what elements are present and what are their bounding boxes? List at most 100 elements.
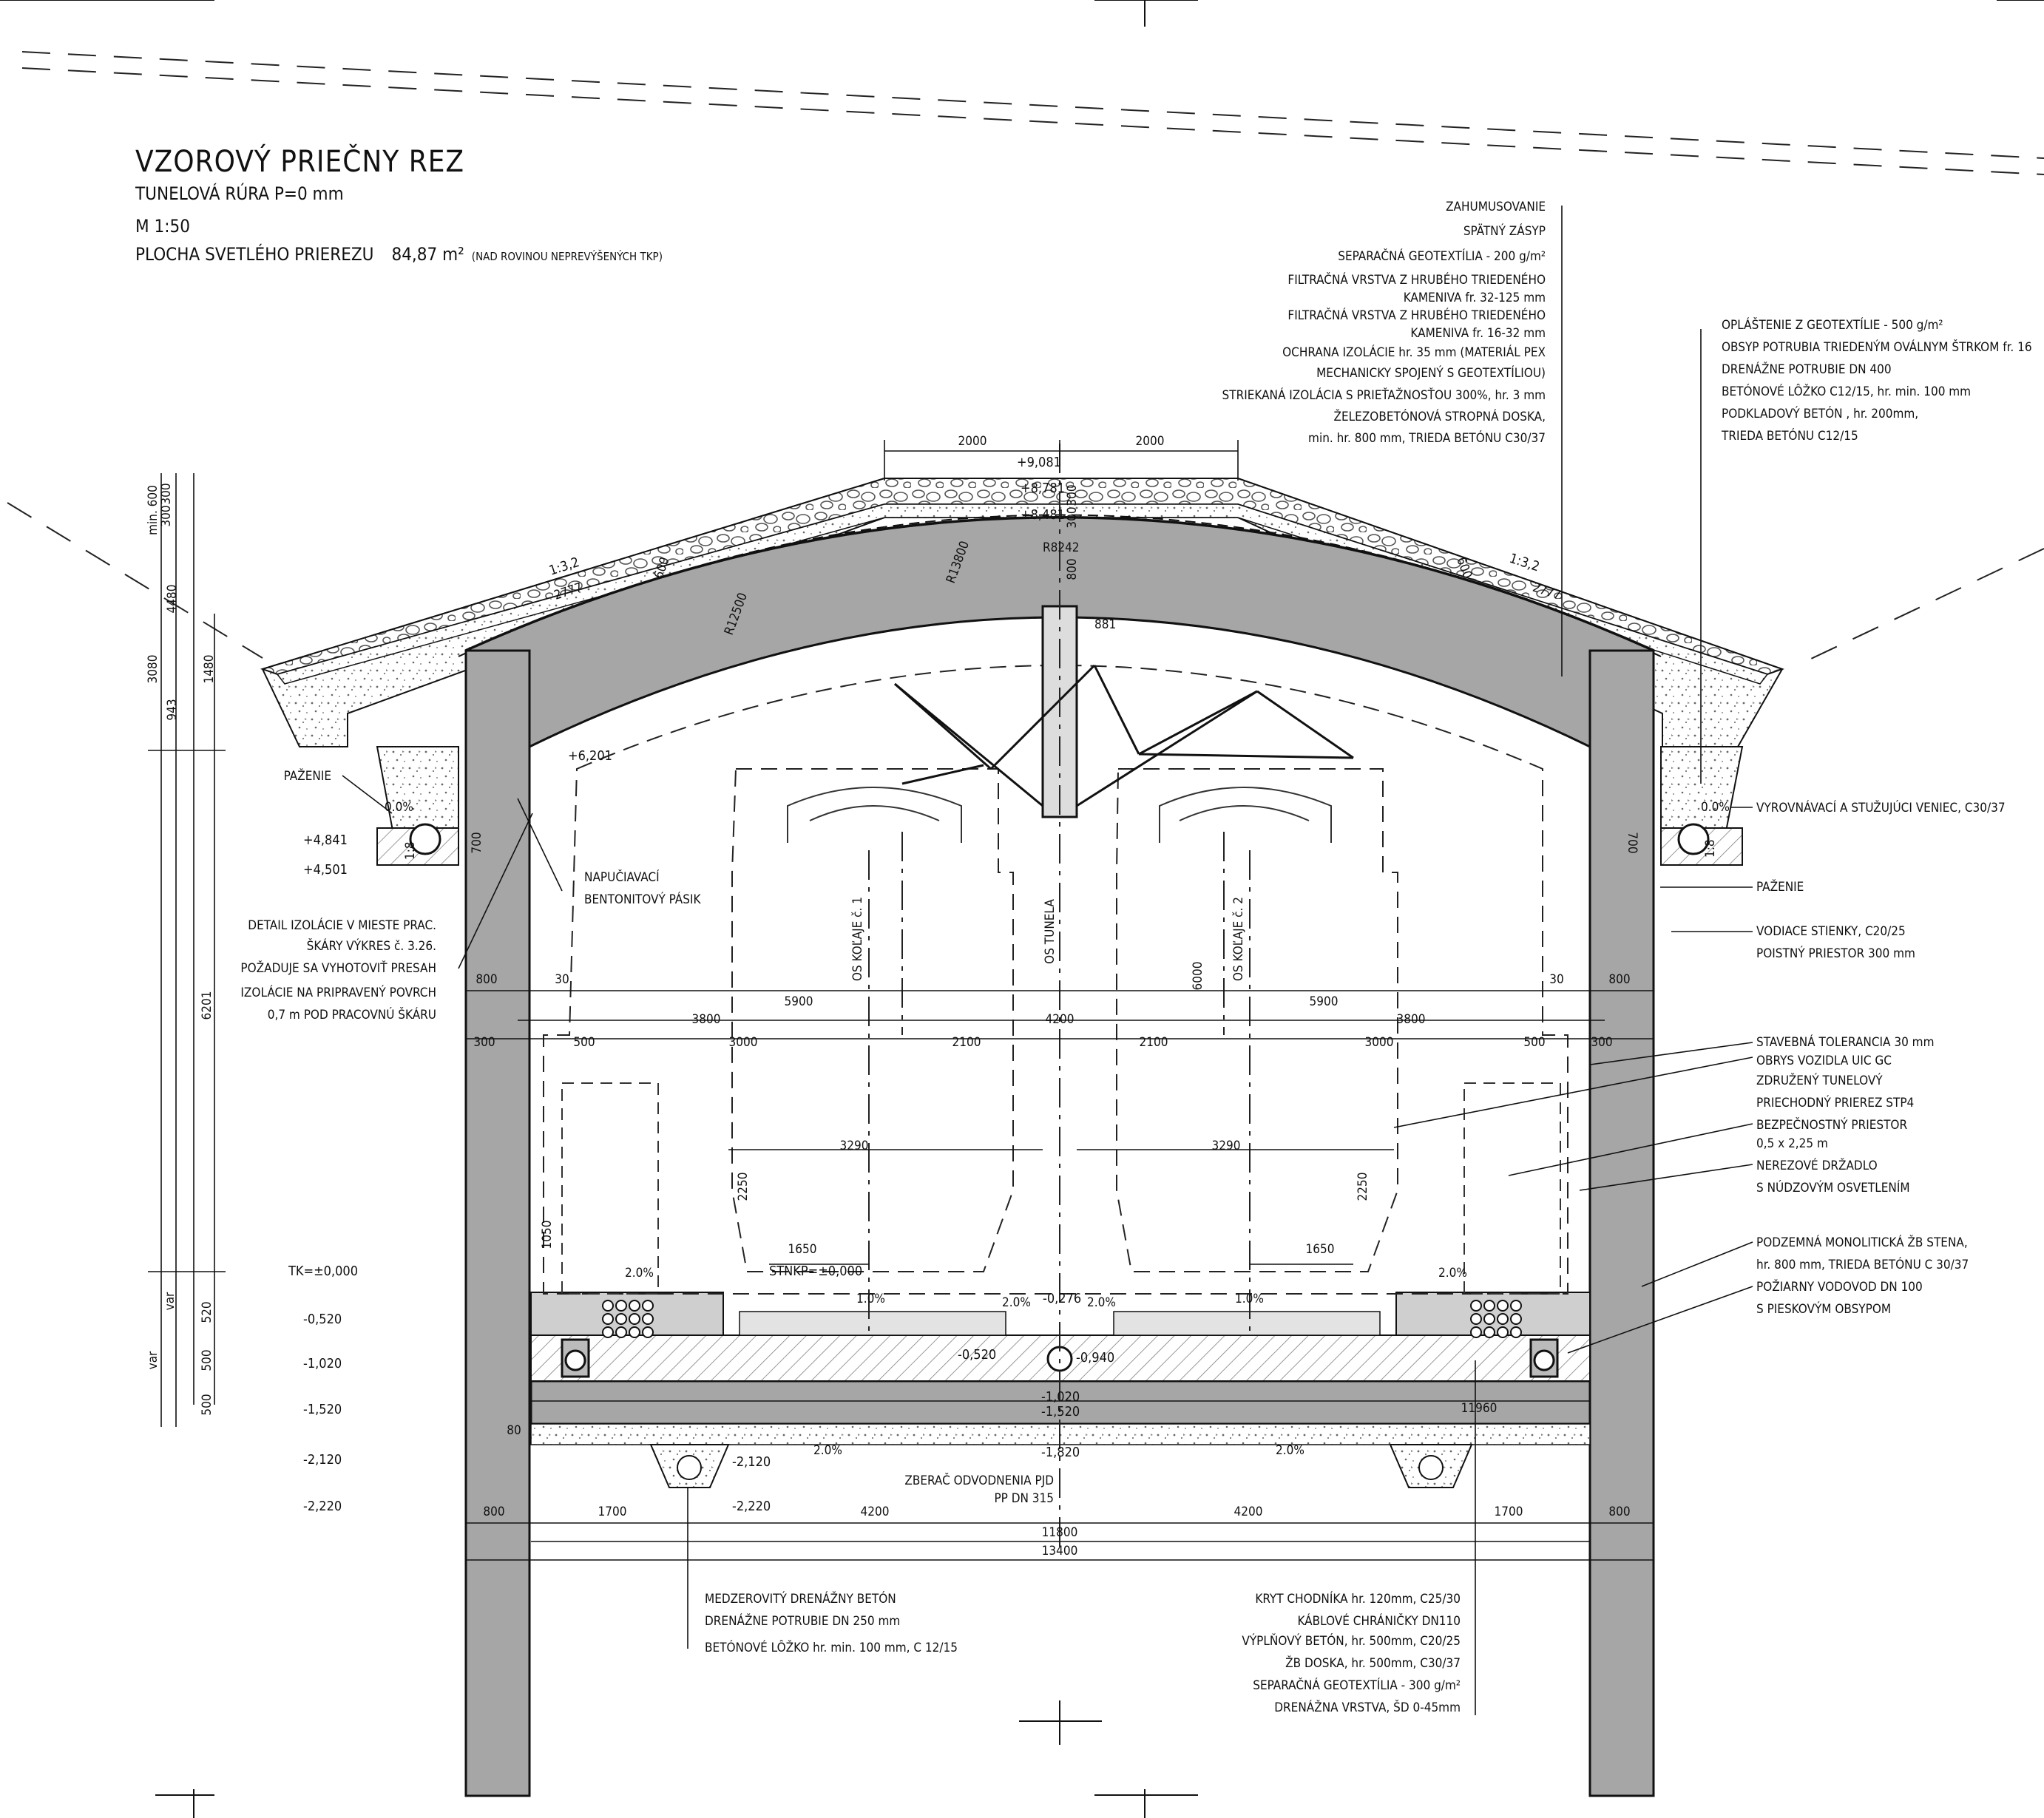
callout-right-2: VODIACE STIENKY, C20/25 (1756, 924, 1906, 939)
clearance-outlines (543, 665, 1568, 1295)
clear-area-value: 84,87 m² (391, 244, 464, 265)
callout-right-5: OBRYS VOZIDLA UIC GC (1756, 1054, 1892, 1068)
pantograph-outlines (787, 787, 1332, 843)
dim-mid-2: 3000 (729, 1035, 758, 1050)
axis-tunnel: OS TUNELA (1043, 899, 1057, 964)
level-left-1: +4,501 (303, 862, 348, 878)
callout-br-5: DRENÁŽNA VRSTVA, ŠD 0-45mm (1274, 1699, 1461, 1715)
callout-drain-2: DRENÁŽNE POTRUBIE DN 400 (1722, 361, 1892, 377)
vdim-11: var (146, 1351, 160, 1369)
vdim-13: 700 (470, 832, 484, 853)
callout-br-3: ŽB DOSKA, hr. 500mm, C30/37 (1285, 1655, 1461, 1671)
dim-mid-7: 300 (1591, 1035, 1612, 1050)
callout-roof-6: KAMENIVA fr. 16-32 mm (1410, 326, 1546, 341)
vdim-3: 3080 (146, 655, 160, 684)
level-markers-center: +9,081 +8,781 +8,481 +6,201 STNKP=±0,000… (568, 455, 1114, 1514)
slope-7: 1.0% (1235, 1292, 1264, 1306)
dim-bottom-7: 13400 (1042, 1544, 1078, 1558)
callout-br-4: SEPARAČNÁ GEOTEXTÍLIA - 300 g/m² (1253, 1677, 1461, 1693)
level-left-7: -2,220 (303, 1499, 342, 1514)
vdim-18: 6000 (1191, 962, 1205, 991)
callout-br-0: KRYT CHODNÍKA hr. 120mm, C25/30 (1255, 1590, 1461, 1607)
level-center-11: -2,120 (732, 1454, 771, 1470)
drainage-callouts: OPLÁŠTENIE Z GEOTEXTÍLIE - 500 g/m² OBSY… (1721, 316, 2032, 444)
dim-inner-4: 11960 (1461, 1401, 1498, 1416)
slope-13: 1:8 (1703, 839, 1718, 858)
vdim-16: 2250 (736, 1173, 751, 1201)
roof-layer-callouts: ZAHUMUSOVANIE SPÄTNÝ ZÁSYP SEPARAČNÁ GEO… (1222, 200, 1546, 446)
callout-drain-5: TRIEDA BETÓNU C12/15 (1721, 427, 1858, 444)
axis-track-1: OS KOĽAJE č. 1 (850, 897, 865, 981)
callout-right-3: POISTNÝ PRIESTOR 300 mm (1756, 945, 1915, 961)
vehicle-outline-2 (1116, 768, 1398, 1272)
callout-roof-5: FILTRAČNÁ VRSTVA Z HRUBÉHO TRIEDENÉHO (1287, 307, 1546, 323)
clear-area-label: PLOCHA SVETLÉHO PRIEREZU (135, 244, 374, 265)
collector-callout: ZBERAČ ODVODNENIA PJD PP DN 315 (904, 1472, 1054, 1506)
callout-drain-0: OPLÁŠTENIE Z GEOTEXTÍLIE - 500 g/m² (1722, 316, 1943, 333)
vdim-5: 1480 (202, 655, 217, 684)
radius-2: R8242 (1043, 540, 1080, 555)
callout-right-10: NEREZOVÉ DRŽADLO (1756, 1157, 1878, 1173)
dim-upper-6: 3800 (692, 1012, 721, 1027)
left-walkway (530, 1292, 724, 1336)
dimension-texts: 2000 2000 2777 2777 600 600 300 300 800 … (473, 434, 1630, 1558)
dim-inner-5: 80 (507, 1423, 521, 1438)
slope-11: 2.0% (1276, 1443, 1304, 1458)
vdim-4: 4480 (165, 585, 180, 614)
callout-right-14: POŽIARNY VODOVOD DN 100 (1756, 1278, 1923, 1295)
drawing-scale: M 1:50 (135, 216, 190, 237)
callout-roof-8: MECHANICKY SPOJENÝ S GEOTEXTÍLIOU) (1316, 364, 1546, 381)
dim-upper-0: 800 (476, 972, 497, 987)
dim-upper-3: 5900 (1310, 994, 1339, 1009)
track-slab-right (1113, 1311, 1381, 1336)
dim-roof-top-1: 300 (1065, 484, 1080, 506)
dim-bottom-3: 4200 (1234, 1505, 1263, 1519)
track-slab-left (739, 1311, 1006, 1336)
left-wall (464, 649, 531, 1797)
level-center-9: -1,520 (1041, 1404, 1080, 1420)
fire-water-pipes (561, 1338, 1559, 1378)
dim-mid-6: 500 (1523, 1035, 1545, 1050)
callout-right-1: PAŽENIE (1756, 878, 1804, 895)
center-lines (868, 444, 1251, 1553)
dim-upper-5: 800 (1608, 972, 1630, 987)
vdim-8: 520 (200, 1301, 214, 1323)
callout-roof-1: SPÄTNÝ ZÁSYP (1463, 223, 1546, 239)
level-center-8: -1,020 (1041, 1389, 1080, 1405)
dim-roof-881: 881 (1094, 617, 1116, 632)
dim-mid-1: 500 (573, 1035, 595, 1050)
callout-bl-1: DRENÁŽNE POTRUBIE DN 250 mm (705, 1612, 900, 1629)
right-wall (1588, 649, 1655, 1797)
collector-label-1: PP DN 315 (994, 1491, 1054, 1506)
level-center-6: -0,520 (958, 1347, 996, 1363)
combined-clearance-profile (543, 665, 1568, 1295)
vdim-12: var (163, 1292, 177, 1310)
callout-right-12: PODZEMNÁ MONOLITICKÁ ŽB STENA, (1756, 1234, 1968, 1250)
callout-left-6: NAPUČIAVACÍ (584, 869, 660, 885)
dim-roof-left: 2000 (958, 434, 987, 449)
clear-area-note: (NAD ROVINOU NEPREVÝŠENÝCH TKP) (471, 250, 663, 263)
callout-right-0: VYROVNÁVACÍ A STUŽUJÚCI VENIEC, C30/37 (1756, 799, 2006, 815)
vertical-dimension-texts: min. 600 300 300 3080 4480 1480 943 6201… (146, 483, 1639, 1415)
safety-space-outlines (561, 1082, 1561, 1295)
dim-bottom-5: 800 (1608, 1505, 1630, 1519)
level-center-2: +8,481 (1021, 507, 1065, 523)
callout-roof-2: SEPARAČNÁ GEOTEXTÍLIA - 200 g/m² (1338, 248, 1546, 264)
level-center-12: -2,220 (732, 1499, 771, 1514)
level-left-4: -1,020 (303, 1356, 342, 1371)
callout-right-11: S NÚDZOVÝM OSVETLENÍM (1756, 1179, 1910, 1195)
leader-lines (342, 206, 1753, 1715)
dim-bottom-4: 1700 (1495, 1505, 1523, 1519)
slope-3: 0.0% (1701, 800, 1730, 815)
dim-mid-0: 300 (473, 1035, 495, 1050)
level-center-3: +6,201 (568, 748, 612, 764)
right-callouts: VYROVNÁVACÍ A STUŽUJÚCI VENIEC, C30/37 P… (1756, 799, 2006, 1317)
level-markers-left: +4,841 +4,501 TK=±0,000 -0,520 -1,020 -1… (288, 832, 358, 1514)
callout-bl-0: MEDZEROVITÝ DRENÁŽNY BETÓN (705, 1590, 896, 1607)
callout-right-4: STAVEBNÁ TOLERANCIA 30 mm (1756, 1034, 1934, 1050)
bottom-right-callouts: KRYT CHODNÍKA hr. 120mm, C25/30 KÁBLOVÉ … (1242, 1590, 1461, 1715)
terrain-lines (7, 51, 2044, 666)
callout-bl-2: BETÓNOVÉ LÔŽKO hr. min. 100 mm, C 12/15 (705, 1639, 958, 1655)
bottom-left-callouts: MEDZEROVITÝ DRENÁŽNY BETÓN DRENÁŽNE POTR… (705, 1590, 958, 1655)
cable-ducts-left (602, 1300, 654, 1338)
